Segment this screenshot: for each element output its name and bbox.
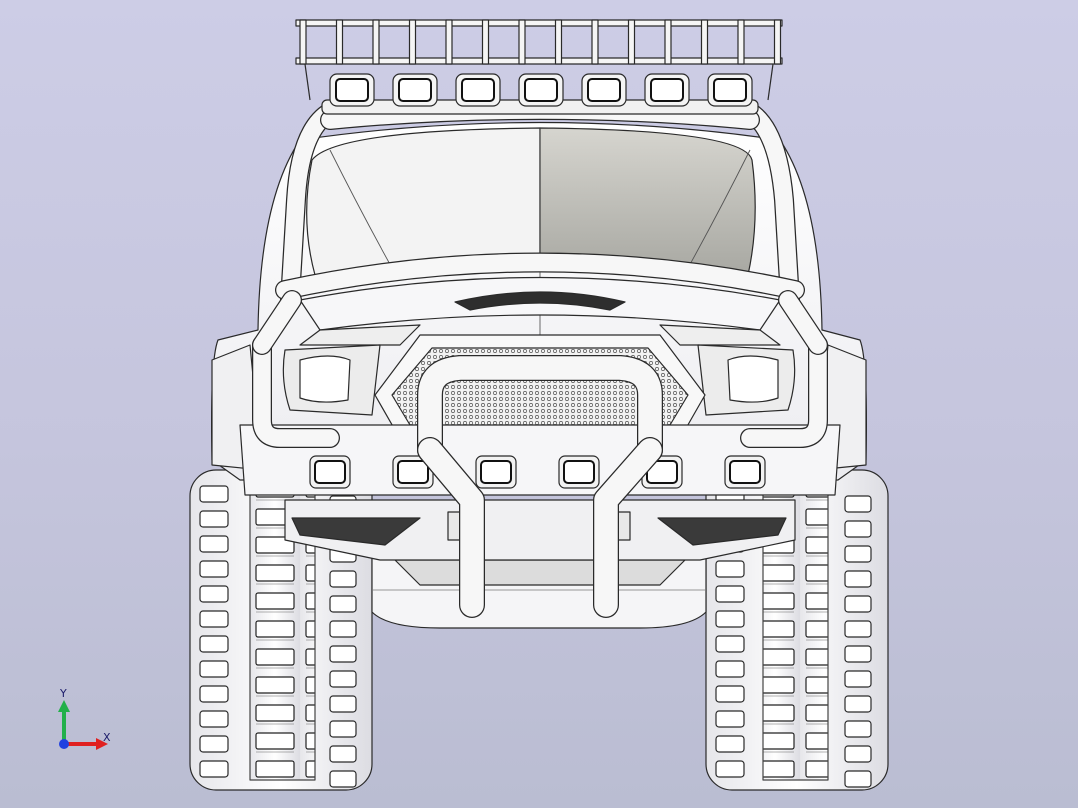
tire-lug bbox=[199, 635, 229, 653]
windshield bbox=[306, 127, 756, 490]
tire-lug bbox=[844, 670, 872, 688]
tire-lug bbox=[199, 760, 229, 778]
ladder-rung bbox=[481, 19, 490, 65]
tire-lug bbox=[329, 570, 357, 588]
tire-lug bbox=[844, 595, 872, 613]
tire-lug bbox=[844, 495, 872, 513]
axis-triad: Y X bbox=[58, 687, 111, 750]
tire-lug bbox=[844, 770, 872, 788]
tire-lug bbox=[329, 695, 357, 713]
tire-lug bbox=[199, 485, 229, 503]
tire-lug bbox=[844, 720, 872, 738]
tire-lug bbox=[844, 620, 872, 638]
roof-light-bar bbox=[321, 73, 759, 115]
tire-lug bbox=[715, 710, 745, 728]
tire-lug bbox=[199, 585, 229, 603]
z-axis-icon bbox=[59, 739, 69, 749]
tire-lug bbox=[199, 660, 229, 678]
tire-lug bbox=[329, 595, 357, 613]
bumper-light-row bbox=[309, 455, 766, 489]
tire-lug bbox=[329, 645, 357, 663]
roof-spot-light bbox=[707, 73, 753, 107]
roof-spot-light bbox=[455, 73, 501, 107]
tire-lug bbox=[329, 720, 357, 738]
tire-lug bbox=[715, 760, 745, 778]
tire-lug bbox=[199, 685, 229, 703]
tire-lug bbox=[844, 695, 872, 713]
roof-spot-light bbox=[392, 73, 438, 107]
tire-lug bbox=[844, 545, 872, 563]
roof-spot-light bbox=[329, 73, 375, 107]
ladder-rung bbox=[335, 19, 344, 65]
bumper-spot-light bbox=[309, 455, 351, 489]
ladder-rung bbox=[299, 19, 307, 65]
ladder-rung bbox=[737, 19, 745, 65]
tire-lug bbox=[199, 535, 229, 553]
rack-strut bbox=[304, 63, 311, 101]
tire-lug bbox=[844, 745, 872, 763]
left-headlight bbox=[282, 344, 381, 416]
bumper-spot-light bbox=[724, 455, 766, 489]
ladder-rung bbox=[518, 19, 526, 65]
ladder-rung bbox=[372, 19, 380, 65]
tire-lug bbox=[844, 645, 872, 663]
tire-lug bbox=[844, 520, 872, 538]
right-headlight bbox=[697, 344, 796, 416]
bull-bar[interactable] bbox=[417, 355, 663, 618]
ladder-rung bbox=[627, 19, 636, 65]
roof-spot-light bbox=[581, 73, 627, 107]
ladder-rung bbox=[664, 19, 672, 65]
roof-ladder-rack[interactable] bbox=[295, 19, 783, 101]
tire-lug bbox=[199, 735, 229, 753]
hood-scoop bbox=[454, 291, 626, 311]
roof-spot-light bbox=[644, 73, 690, 107]
rack-strut bbox=[767, 63, 774, 101]
ladder-rung bbox=[773, 19, 782, 65]
tire-lug bbox=[844, 570, 872, 588]
bumper-spot-light bbox=[475, 455, 517, 489]
tire-lug bbox=[715, 560, 745, 578]
tire-lug bbox=[199, 510, 229, 528]
ladder-rung bbox=[591, 19, 599, 65]
ladder-rung bbox=[700, 19, 709, 65]
tire-lug bbox=[715, 660, 745, 678]
ladder-rung bbox=[445, 19, 453, 65]
tire-lug bbox=[329, 670, 357, 688]
bumper-spot-light bbox=[392, 455, 434, 489]
tire-lug bbox=[715, 635, 745, 653]
tire-lug bbox=[329, 620, 357, 638]
bumper-spot-light bbox=[558, 455, 600, 489]
tire-lug bbox=[715, 585, 745, 603]
tire-lug bbox=[199, 560, 229, 578]
y-axis-label: Y bbox=[59, 687, 67, 700]
tire-lug bbox=[329, 770, 357, 788]
tire-lug bbox=[715, 610, 745, 628]
roll-cage[interactable] bbox=[252, 100, 828, 448]
ladder-rung bbox=[408, 19, 417, 65]
tire-lug bbox=[199, 610, 229, 628]
hood bbox=[299, 276, 781, 331]
ladder-rung bbox=[554, 19, 563, 65]
roof-spot-light bbox=[518, 73, 564, 107]
tire-lug bbox=[199, 710, 229, 728]
tire-lug bbox=[715, 735, 745, 753]
tire-lug bbox=[329, 745, 357, 763]
tire-lug bbox=[715, 685, 745, 703]
x-axis-label: X bbox=[103, 731, 111, 744]
